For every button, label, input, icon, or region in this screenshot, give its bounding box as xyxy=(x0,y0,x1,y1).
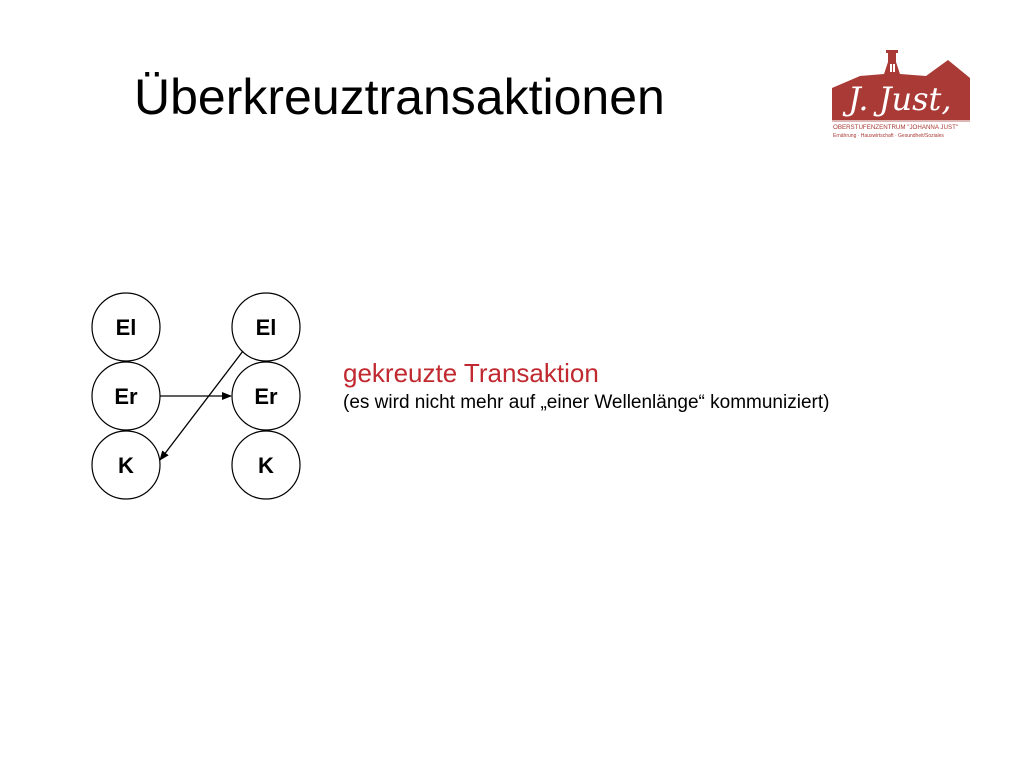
arrow-el-to-k xyxy=(159,350,244,461)
caption-heading: gekreuzte Transaktion xyxy=(343,358,599,388)
svg-text:Ernährung · Hauswirtschaft · G: Ernährung · Hauswirtschaft · Gesundheit/… xyxy=(833,133,944,139)
right-k-circle xyxy=(231,430,301,500)
slide-title: Überkreuztransaktionen xyxy=(134,69,665,125)
left-k-label: K xyxy=(118,453,134,478)
left-person: El Er K xyxy=(91,292,161,500)
right-k-label: K xyxy=(258,453,274,478)
svg-text:J. Just,: J. Just, xyxy=(842,80,952,118)
caption-subtext: (es wird nicht mehr auf „einer Wellenlän… xyxy=(343,392,830,413)
right-er-circle xyxy=(231,361,301,431)
left-el-circle xyxy=(91,292,161,362)
left-er-label: Er xyxy=(114,384,138,409)
school-logo: J. Just, OBERSTUFENZENTRUM "JOHANNA JUST… xyxy=(832,50,970,139)
svg-text:OBERSTUFENZENTRUM "JOHANNA JUS: OBERSTUFENZENTRUM "JOHANNA JUST" xyxy=(833,124,958,131)
caption: gekreuzte Transaktion (es wird nicht meh… xyxy=(343,355,829,415)
left-k-circle xyxy=(91,430,161,500)
left-el-label: El xyxy=(116,315,137,340)
right-el-label: El xyxy=(256,315,277,340)
right-er-label: Er xyxy=(254,384,278,409)
right-person: El Er K xyxy=(231,292,301,500)
right-el-circle xyxy=(231,292,301,362)
